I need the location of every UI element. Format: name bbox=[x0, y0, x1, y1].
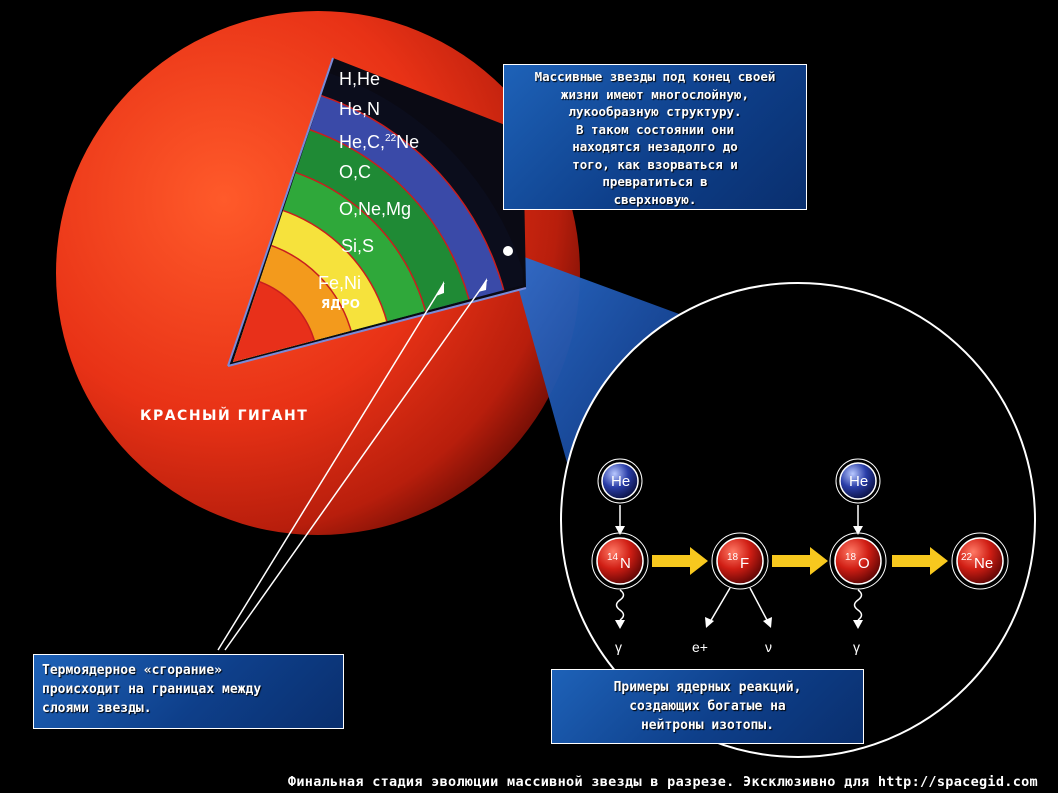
gamma-arrowhead-1 bbox=[615, 620, 625, 629]
pointer-arrowhead-2 bbox=[478, 278, 487, 292]
svg-text:He: He bbox=[849, 473, 868, 490]
helium-nucleus-1: He bbox=[597, 458, 643, 504]
pointer-arrowhead-1 bbox=[436, 281, 444, 296]
callout-top-line: находятся незадолго до bbox=[572, 139, 738, 154]
layer-label-h-he: H,He bbox=[339, 69, 380, 89]
svg-text:18: 18 bbox=[727, 552, 739, 563]
layer-label-he-c-ne: He,C,22Ne bbox=[339, 132, 419, 152]
callout-top-line: жизни имеют многослойную, bbox=[560, 86, 750, 102]
svg-text:22: 22 bbox=[961, 552, 973, 563]
reaction-arrow-3 bbox=[892, 547, 948, 575]
magnifier-circle bbox=[560, 282, 1036, 758]
callout-left-line: Термоядерное «сгорание» bbox=[42, 663, 223, 678]
reaction-arrows bbox=[652, 547, 948, 575]
layer-label-si-s: Si,S bbox=[341, 236, 374, 256]
svg-text:N: N bbox=[620, 555, 631, 572]
he-capture-arrowhead-2 bbox=[853, 526, 863, 535]
gamma-wave-2 bbox=[853, 589, 863, 621]
shell-fe-ni bbox=[233, 275, 319, 362]
nucleus-f18: 18 F bbox=[711, 532, 769, 590]
callout-top-line: того, как взорваться и bbox=[572, 156, 738, 172]
gamma-wave-1 bbox=[615, 589, 625, 621]
gamma-label-1: γ bbox=[615, 639, 622, 655]
svg-text:F: F bbox=[740, 555, 749, 572]
layer-label-fe-ni: Fe,Ni bbox=[318, 273, 361, 293]
callout-top: Массивные звезды под конец своей жизни и… bbox=[503, 64, 807, 210]
layer-label-he-n: He,N bbox=[339, 99, 380, 119]
callout-left-line: происходит на границах между bbox=[42, 682, 262, 697]
wedge-edge bbox=[227, 57, 527, 367]
callout-top-line: В таком состоянии они bbox=[575, 121, 735, 137]
neutrino-label: ν bbox=[765, 639, 772, 655]
layer-label-o-c: O,C bbox=[339, 162, 371, 182]
layer-label-o-ne-mg: O,Ne,Mg bbox=[339, 199, 411, 219]
svg-text:18: 18 bbox=[845, 552, 857, 563]
callout-top-line: превратиться в bbox=[602, 174, 708, 189]
svg-text:Ne: Ne bbox=[974, 555, 993, 572]
reaction-arrow-2 bbox=[772, 547, 828, 575]
neutrino-arrow bbox=[749, 587, 769, 623]
neutrino-arrowhead bbox=[763, 617, 772, 628]
pointer-line-2 bbox=[224, 279, 488, 651]
positron-label: e+ bbox=[692, 639, 708, 655]
positron-arrowhead bbox=[705, 617, 714, 628]
layer-labels: H,He He,N He,C,22Ne O,C O,Ne,Mg Si,S Fe,… bbox=[318, 69, 419, 311]
callout-left: Термоядерное «сгорание» происходит на гр… bbox=[33, 654, 344, 729]
callout-left-line: слоями звезды. bbox=[42, 701, 152, 716]
pointer-line-1 bbox=[217, 282, 445, 651]
callout-top-line: лукообразную структуру. bbox=[568, 104, 742, 119]
reaction-arrow-1 bbox=[652, 547, 708, 575]
reaction-chain: He He 14 N 18 F 18 O bbox=[591, 458, 1009, 655]
callout-top-line: сверхновую. bbox=[613, 191, 697, 207]
callout-right-line: создающих богатые на bbox=[629, 699, 786, 714]
svg-text:He: He bbox=[611, 473, 630, 490]
callout-top-line: Массивные звезды под конец своей bbox=[534, 69, 776, 84]
magnifier-beam bbox=[508, 251, 690, 520]
callout-right: Примеры ядерных реакций, создающих богат… bbox=[551, 669, 864, 744]
positron-arrow bbox=[709, 587, 731, 623]
red-giant-label: КРАСНЫЙ ГИГАНТ bbox=[140, 407, 308, 424]
magnifier-anchor-dot bbox=[503, 246, 513, 256]
svg-text:O: O bbox=[858, 555, 870, 572]
footer-caption: Финальная стадия эволюции массивной звез… bbox=[287, 774, 1038, 790]
helium-nucleus-2: He bbox=[835, 458, 881, 504]
svg-text:14: 14 bbox=[607, 552, 619, 563]
he-capture-arrowhead-1 bbox=[615, 526, 625, 535]
star-layers bbox=[233, 60, 523, 362]
callout-right-line: Примеры ядерных реакций, bbox=[613, 680, 802, 695]
callout-right-line: нейтроны изотопы. bbox=[640, 718, 775, 733]
gamma-label-2: γ bbox=[853, 639, 860, 655]
gamma-arrowhead-2 bbox=[853, 620, 863, 629]
nucleus-o18: 18 O bbox=[829, 532, 887, 590]
core-caption: ЯДРО bbox=[321, 297, 360, 311]
nucleus-n14: 14 N bbox=[591, 532, 649, 590]
nucleus-ne22: 22 Ne bbox=[951, 532, 1009, 590]
